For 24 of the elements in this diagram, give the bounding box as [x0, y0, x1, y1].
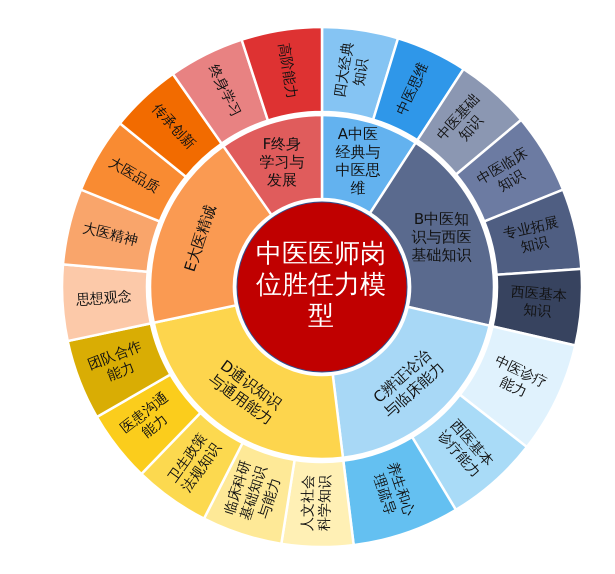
- segment-label: 团队合作能力: [85, 338, 145, 386]
- segment-label: 终身学习: [204, 62, 244, 121]
- segment-label: 中医思维: [393, 59, 433, 118]
- segment-label: 思想观念: [74, 289, 134, 310]
- segment-label: 人文社会科学知识: [300, 474, 334, 532]
- ring-segment: [60, 263, 152, 342]
- segment-label: B中医知识与西医基础知识: [410, 210, 473, 264]
- segment-label: 传承创新: [147, 100, 198, 154]
- segment-label: 四大经典知识: [332, 40, 372, 100]
- segment-label: 大医品质: [104, 154, 163, 198]
- segment-label: 中医临床知识: [474, 144, 532, 197]
- segment-label: D通识知识与通用能力: [204, 355, 286, 430]
- segment-label: 中医基础知识: [434, 90, 488, 146]
- segment-label: 西医基本知识: [508, 284, 568, 322]
- segment-label: 专业拓展知识: [501, 214, 562, 258]
- segment-label: E大医精诚: [180, 202, 220, 276]
- segment-label: F终身学习与发展: [258, 135, 306, 190]
- segment-label: A中医经典与中医思维: [334, 125, 382, 198]
- segment-label: 大医精神: [80, 220, 140, 250]
- segment-label: 养生和心理疏导: [368, 459, 418, 520]
- segment-label: 中医诊疗能力: [491, 352, 550, 402]
- segment-label: 高阶能力: [274, 42, 300, 101]
- model-title: 中医医师岗位胜任力模型: [255, 239, 387, 333]
- ring-segment: [240, 26, 324, 122]
